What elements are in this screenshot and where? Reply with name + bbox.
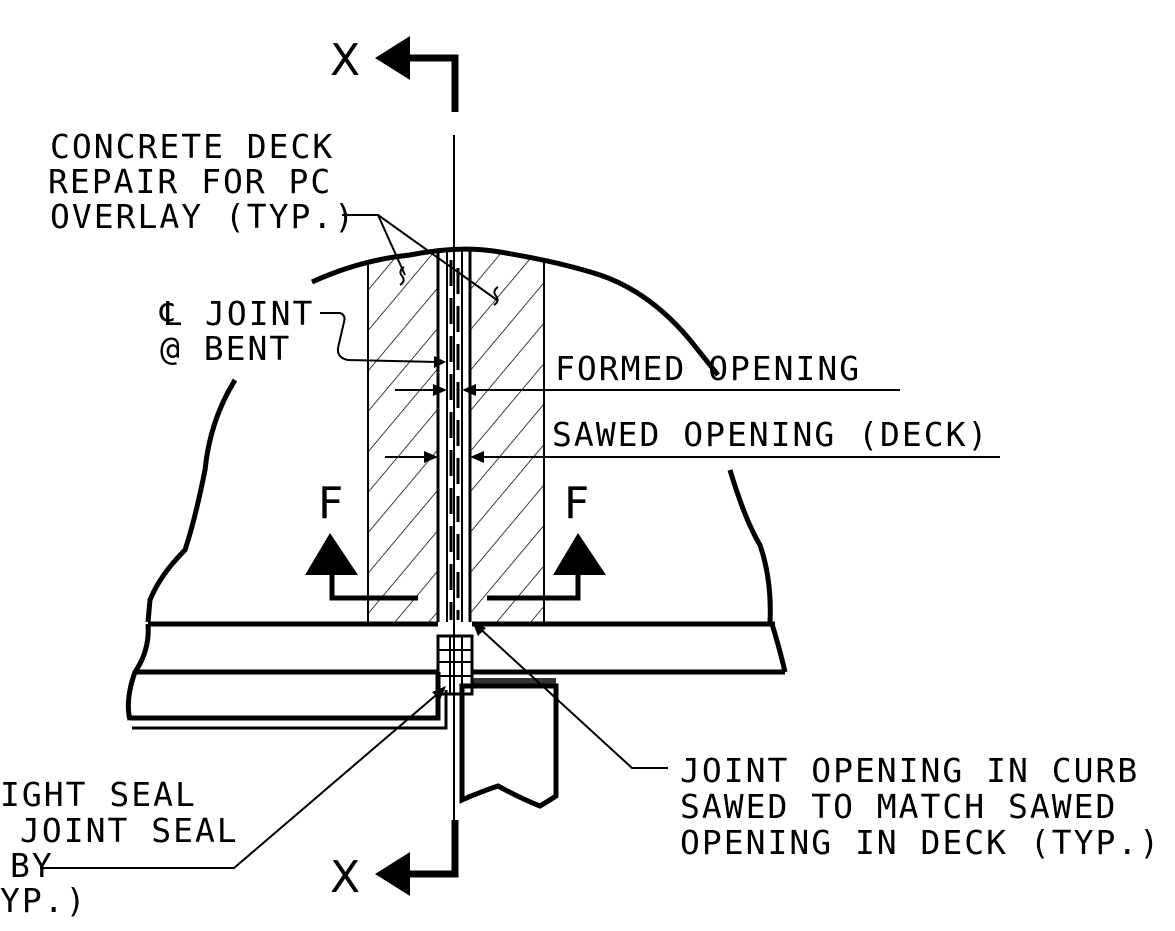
sawed-opening-label: SAWED OPENING (DECK) <box>552 415 989 454</box>
concrete-repair-line-2: REPAIR FOR PC <box>48 162 332 201</box>
section-mark-bottom: X <box>330 820 459 903</box>
deck-right-edge <box>727 469 773 623</box>
cl-joint-line-1: ℄ JOINT <box>159 294 314 333</box>
view-mark-right-label: F <box>564 478 589 529</box>
curb-left-break <box>125 623 151 721</box>
curb-joint-note: JOINT OPENING IN CURB SAWED TO MATCH SAW… <box>680 751 1161 862</box>
section-mark-bottom-label: X <box>330 852 360 903</box>
curb-plate <box>472 678 556 686</box>
view-mark-left: F <box>305 478 418 601</box>
cl-joint-note: ℄ JOINT @ BENT <box>159 294 314 368</box>
seal-note-line-2: JOINT SEAL <box>20 811 239 850</box>
concrete-repair-line-1: CONCRETE DECK <box>50 127 334 166</box>
curb-joint-leader <box>475 624 668 769</box>
curb-right-break <box>769 623 788 673</box>
seal-leader <box>40 689 443 869</box>
view-mark-left-label: F <box>318 478 343 529</box>
concrete-repair-hatch <box>368 248 544 622</box>
section-mark-top: X <box>330 35 459 112</box>
seal-note: IGHT SEAL JOINT SEAL BY YP.) <box>0 775 239 920</box>
sawed-opening-dimension <box>385 451 1000 463</box>
repair-break-mark-left <box>399 266 405 286</box>
curb-bottom-left <box>130 672 441 721</box>
seal-note-line-3: BY <box>10 846 54 885</box>
concrete-repair-note: CONCRETE DECK REPAIR FOR PC OVERLAY (TYP… <box>48 127 356 236</box>
cl-joint-leader <box>320 312 439 363</box>
seal-note-line-4: YP.) <box>0 881 87 920</box>
curb-joint-line-1: JOINT OPENING IN CURB <box>680 751 1139 790</box>
curb-joint-line-2: SAWED TO MATCH SAWED <box>680 787 1117 826</box>
section-mark-top-label: X <box>330 35 360 86</box>
bent-column <box>459 683 559 809</box>
repair-break-mark-right <box>493 286 499 306</box>
formed-opening-label: FORMED OPENING <box>555 349 861 388</box>
curb-joint-line-3: OPENING IN DECK (TYP.) <box>680 823 1161 862</box>
view-mark-right: F <box>487 478 606 601</box>
seal-note-line-1: IGHT SEAL <box>0 775 197 814</box>
deck-left-edge <box>145 378 238 623</box>
cl-joint-line-2: @ BENT <box>160 329 291 368</box>
curb-bottom-left-2 <box>132 690 448 730</box>
formed-opening-dimension <box>395 384 900 396</box>
concrete-repair-line-3: OVERLAY (TYP.) <box>50 197 356 236</box>
